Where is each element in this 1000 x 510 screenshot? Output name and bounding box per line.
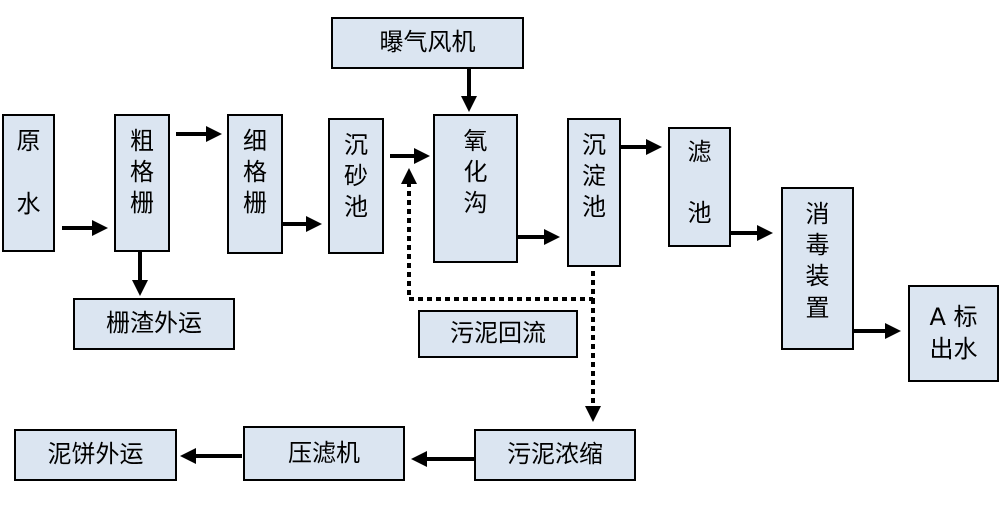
sludge-cake-out-node: 泥饼外运 <box>14 429 177 481</box>
disinfection-node: 消 毒 装 置 <box>781 187 854 350</box>
fine-screen-node: 细 格 栅 <box>227 114 283 254</box>
screenings-out-label: 栅渣外运 <box>106 309 202 338</box>
oxidation-ditch-char-1: 氧 <box>463 127 488 155</box>
effluent-label: A 标 出水 <box>929 303 978 363</box>
aeration-blower-node: 曝气风机 <box>331 17 524 69</box>
sedimentation-char-2: 淀 <box>582 162 606 191</box>
filter-tank-node: 滤 池 <box>668 127 731 247</box>
grit-chamber-char-2: 砂 <box>344 162 368 191</box>
coarse-screen-char-3: 栅 <box>130 189 154 218</box>
arrow-sludge-return <box>401 168 595 301</box>
filter-press-label: 压滤机 <box>288 438 360 467</box>
fine-screen-char-3: 栅 <box>243 189 267 218</box>
filter-tank-char-2: 池 <box>687 199 712 228</box>
oxidation-ditch-node: 氧 化 沟 <box>433 114 518 263</box>
grit-chamber-char-1: 沉 <box>344 131 368 159</box>
raw-water-node: 原 水 <box>2 114 55 252</box>
coarse-screen-char-2: 格 <box>130 158 154 187</box>
filter-tank-char-1: 滤 <box>687 138 712 166</box>
fine-screen-char-2: 格 <box>243 158 267 187</box>
disinfection-char-3: 装 <box>805 262 830 291</box>
oxidation-ditch-char-3: 沟 <box>463 189 488 218</box>
disinfection-char-2: 毒 <box>805 231 830 260</box>
oxidation-ditch-char-2: 化 <box>463 158 488 187</box>
grit-chamber-node: 沉 砂 池 <box>328 118 384 254</box>
sludge-return-node: 污泥回流 <box>418 310 578 358</box>
sludge-thickening-label: 污泥浓缩 <box>507 440 603 469</box>
sedimentation-char-1: 沉 <box>582 131 606 159</box>
sludge-return-label: 污泥回流 <box>450 319 546 348</box>
grit-chamber-char-3: 池 <box>344 193 368 222</box>
sedimentation-tank-node: 沉 淀 池 <box>567 118 621 267</box>
raw-water-char-1: 原 <box>16 127 41 155</box>
sludge-thickening-node: 污泥浓缩 <box>474 429 636 481</box>
sludge-cake-out-label: 泥饼外运 <box>47 440 144 469</box>
aeration-blower-label: 曝气风机 <box>379 28 476 57</box>
coarse-screen-char-1: 粗 <box>130 127 154 155</box>
effluent-node: A 标 出水 <box>908 285 999 382</box>
filter-press-node: 压滤机 <box>243 426 405 481</box>
disinfection-char-4: 置 <box>805 293 830 322</box>
disinfection-char-1: 消 <box>805 200 830 228</box>
coarse-screen-node: 粗 格 栅 <box>114 114 170 252</box>
fine-screen-char-1: 细 <box>243 127 267 155</box>
raw-water-char-2: 水 <box>16 190 41 219</box>
screenings-out-node: 栅渣外运 <box>73 298 235 350</box>
sedimentation-char-3: 池 <box>582 193 606 222</box>
